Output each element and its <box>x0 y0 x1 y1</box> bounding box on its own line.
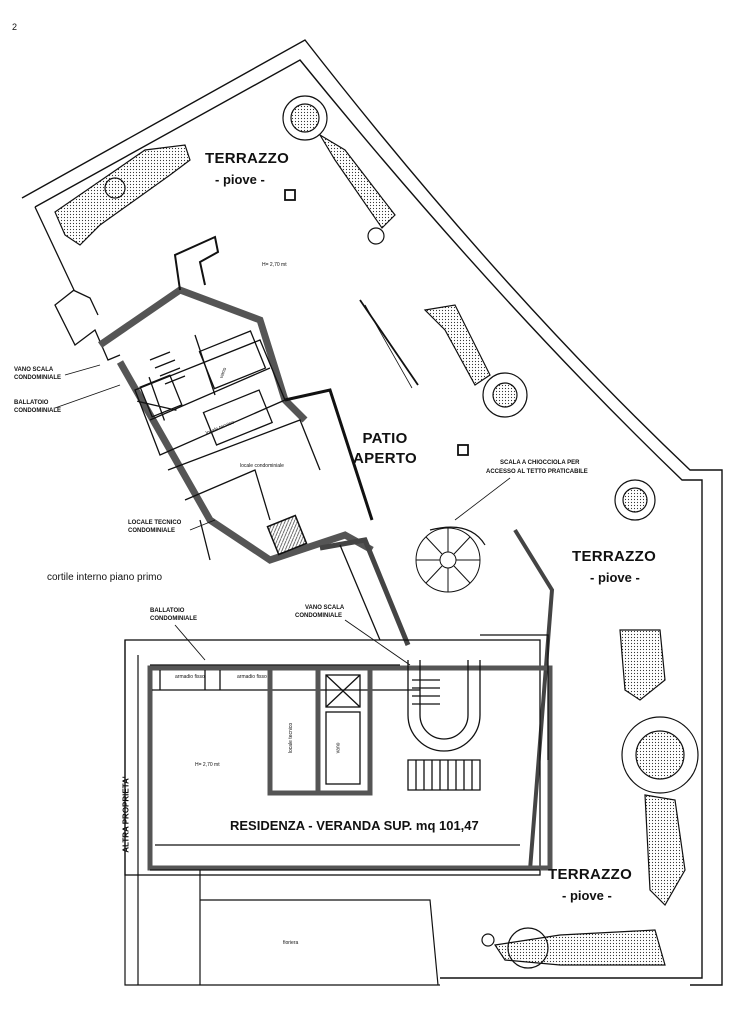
patio-line1: PATIO <box>362 430 408 447</box>
locale-tecnico-cond-line2: CONDOMINIALE <box>128 528 175 534</box>
vano-lower: vano <box>335 742 342 754</box>
terrazzo-right-subtitle: - piove - <box>590 570 640 585</box>
locale-tecnico-cond-line1: LOCALE TECNICO <box>128 520 182 526</box>
lower-building <box>124 634 553 876</box>
terrazzo-top-title: TERRAZZO <box>205 150 290 167</box>
upper-building <box>34 206 374 564</box>
terrazzo-top-subtitle: - piove - <box>215 172 265 187</box>
right-wall <box>513 528 555 871</box>
terrazzo-bottom-subtitle: - piove - <box>562 888 612 903</box>
patio-line2: APERTO <box>352 450 418 467</box>
ballatoio-left-line2: CONDOMINIALE <box>14 408 61 414</box>
fioriera-label: fioriera <box>283 940 299 946</box>
leader-lines <box>54 364 411 666</box>
height-lower: H= 2,70 mt <box>195 762 220 768</box>
corner-mark: 2 <box>12 22 18 32</box>
outer-parapet <box>21 39 723 986</box>
technical-shaft <box>266 514 308 556</box>
altra-proprieta: ALTRA PROPRIETA' <box>121 776 131 853</box>
vano-scala-left-line1: VANO SCALA <box>14 367 54 373</box>
armadio-2: armadio fisso <box>237 674 267 680</box>
patio-wall <box>284 189 469 456</box>
ballatoio-lower-line1: BALLATOIO <box>150 608 185 614</box>
spiral-staircase <box>415 477 511 593</box>
residenza-label: RESIDENZA - VERANDA SUP. mq 101,47 <box>230 818 479 833</box>
locale-condominiale: locale condominiale <box>240 463 284 469</box>
terrazzo-bottom-title: TERRAZZO <box>548 866 633 883</box>
planters <box>54 95 699 969</box>
cortile-label: cortile interno piano primo <box>47 572 163 583</box>
corridor <box>319 537 411 646</box>
scala-chiocciola-line2: ACCESSO AL TETTO PRATICABILE <box>486 469 588 475</box>
armadio-1: armadio fisso <box>175 674 205 680</box>
locale-tecnico-lower: locale tecnico <box>288 722 295 754</box>
vano-scala-left-line2: CONDOMINIALE <box>14 375 61 381</box>
ballatoio-lower-line2: CONDOMINIALE <box>150 616 197 622</box>
ballatoio-left-line1: BALLATOIO <box>14 400 49 406</box>
lower-boundary <box>124 640 440 986</box>
terrazzo-right-title: TERRAZZO <box>572 548 657 565</box>
vano-scala-lower-line1: VANO SCALA <box>305 605 345 611</box>
vano-scala-lower-line2: CONDOMINIALE <box>295 613 342 619</box>
scala-chiocciola-line1: SCALA A CHIOCCIOLA PER <box>500 460 580 466</box>
height-upper: H= 2,70 mt <box>262 262 287 268</box>
